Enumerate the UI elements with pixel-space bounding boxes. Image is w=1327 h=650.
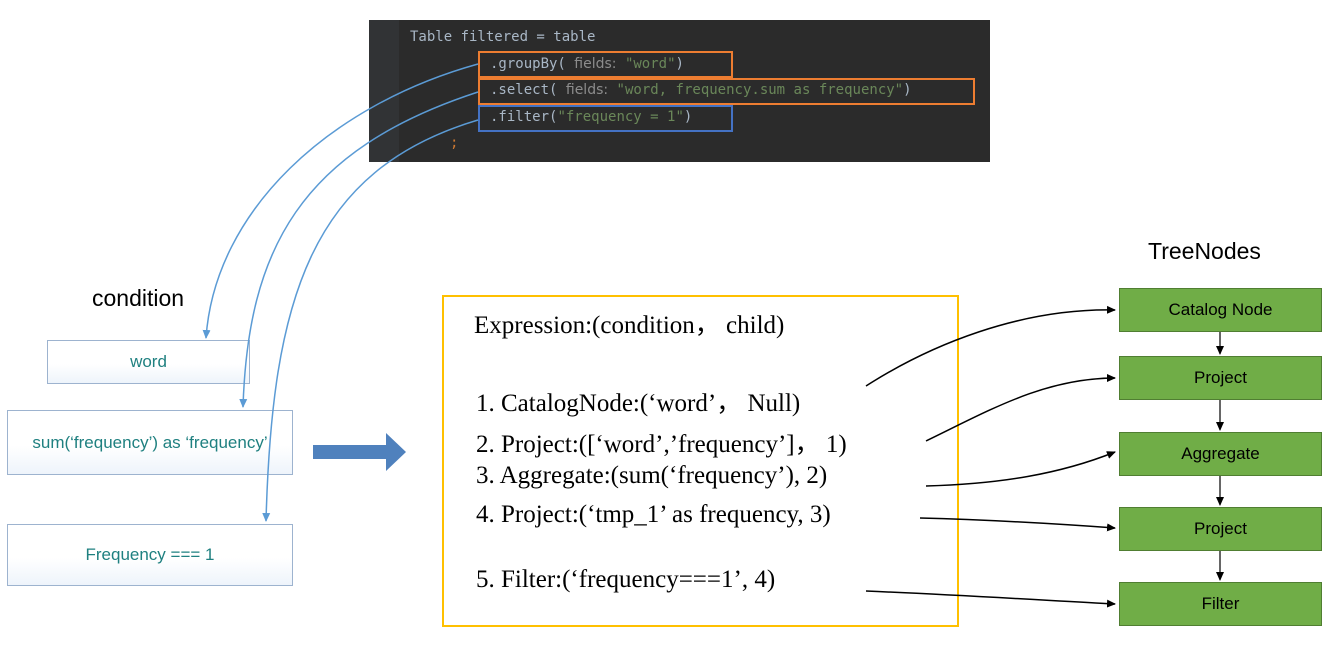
select-close: ) (903, 82, 912, 98)
condition-word: word (47, 340, 250, 384)
select-highlight (478, 78, 975, 105)
condition-sum-frequency: sum(‘frequency’) as ‘frequency’ (7, 410, 293, 475)
tree-node-aggregate: Aggregate (1119, 432, 1322, 476)
filter-call: .filter( (490, 109, 558, 125)
filter-highlight (478, 105, 733, 132)
expression-header: Expression:(condition， child) (474, 312, 785, 339)
select-call: .select( (490, 82, 558, 98)
arrow-select-to-sum (239, 91, 479, 408)
groupby-arg: "word" (624, 56, 676, 72)
groupby-call: .groupBy( (490, 56, 566, 72)
link-filter (865, 590, 1116, 608)
code-panel (369, 20, 990, 162)
link-catalog (865, 305, 1116, 387)
arrow-filter-to-frequency (262, 119, 479, 522)
select-arg: "word, frequency.sum as frequency" (616, 82, 904, 98)
expression-box (442, 295, 959, 627)
link-project-1 (925, 374, 1116, 442)
groupby-close: ) (675, 56, 684, 72)
expression-line-1: 1. CatalogNode:(‘word’， Null) (476, 390, 801, 417)
code-line-table: Table filtered = table (410, 29, 596, 45)
condition-title: condition (92, 285, 185, 311)
select-param-hint: fields: (565, 82, 609, 98)
tree-title: TreeNodes (1148, 238, 1261, 264)
tree-node-project-1: Project (1119, 356, 1322, 400)
expression-line-2: 2. Project:([‘word’,’frequency’]， 1) (476, 431, 847, 458)
groupby-param-hint: fields: (574, 56, 617, 72)
tree-node-catalog: Catalog Node (1119, 288, 1322, 332)
flow-arrow (313, 433, 406, 471)
link-project-2 (919, 517, 1116, 532)
filter-close: ) (683, 109, 693, 125)
code-line-filter: .filter("frequency = 1") (490, 108, 692, 126)
code-line-select: .select( fields: "word, frequency.sum as… (490, 81, 912, 99)
code-semicolon: ; (450, 135, 459, 151)
groupby-highlight (478, 51, 733, 78)
condition-frequency-equals: Frequency === 1 (7, 524, 293, 586)
expression-line-4: 4. Project:(‘tmp_1’ as frequency, 3) (476, 501, 831, 528)
expression-line-5: 5. Filter:(‘frequency===1’, 4) (476, 566, 776, 593)
tree-node-project-2: Project (1119, 507, 1322, 551)
filter-arg: "frequency = 1" (557, 109, 684, 125)
arrow-groupby-to-word (202, 63, 479, 339)
code-line-groupby: .groupBy( fields: "word") (490, 55, 684, 73)
expression-line-3: 3. Aggregate:(sum(‘frequency’), 2) (476, 462, 828, 489)
tree-node-filter: Filter (1119, 582, 1322, 626)
link-aggregate (925, 451, 1116, 487)
